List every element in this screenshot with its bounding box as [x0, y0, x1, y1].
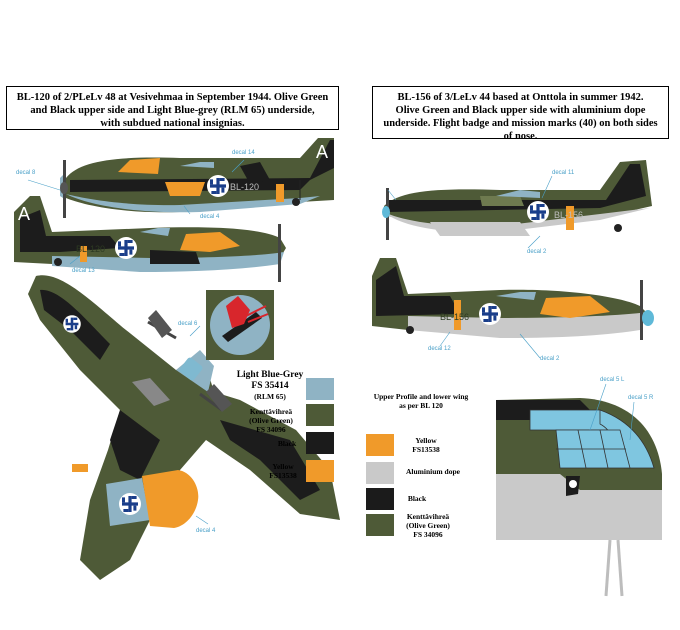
fin-letter-top: A [316, 142, 328, 162]
swatch-olive-green [306, 404, 334, 426]
legend-label-light-blue-grey: Light Blue-Grey FS 35414 (RLM 65) [236, 370, 304, 401]
legend-label-olive-green: Kenttävihreä (Olive Green) FS 34096 [249, 407, 293, 434]
serial-bl156-top: BL-156 [554, 210, 583, 220]
decal-4-label-bottom: decal 4 [196, 528, 216, 534]
swatch-yellow [306, 460, 334, 482]
legend-label-yellow-right: Yellow FS13538 [412, 436, 440, 454]
decal-5r-label: decal 5 R [628, 395, 654, 401]
legend-note: Upper Profile and lower wing as per BL 1… [373, 392, 469, 410]
caption-line: and Black upper side and Light Blue-grey… [30, 105, 315, 116]
decal-11-label: decal 11 [552, 170, 575, 176]
tail-detail-bl120 [106, 470, 199, 528]
decal-2-label-lower: decal 2 [540, 356, 560, 362]
caption-line: with subdued national insignias. [100, 118, 245, 129]
profile-bl156-lower: BL-156 [372, 258, 654, 340]
decal-13-label: decal 13 [72, 268, 95, 274]
caption-line: of nose. [503, 131, 538, 142]
serial-bl120-top: BL-120 [230, 182, 259, 192]
legend-label-black-right: Black [407, 494, 427, 503]
flight-badge-decal6 [206, 290, 274, 360]
legend-label-black: Black [277, 439, 297, 448]
decal-2-label-top: decal 2 [527, 249, 547, 255]
profile-bl120-top: BL-120 A [60, 138, 334, 218]
decal-14-label: decal 14 [232, 150, 255, 156]
serial-bl156-lower: BL-156 [440, 312, 469, 322]
profile-bl120-lower: BL-120 A [14, 196, 286, 282]
swatch-light-blue-grey [306, 378, 334, 400]
decal-5l-label: decal 5 L [600, 377, 625, 383]
swatch-black [306, 432, 334, 454]
caption-bl120: BL-120 of 2/PLeLv 48 at Vesivehmaa in Se… [6, 86, 339, 130]
nose-detail-bl156 [496, 398, 662, 597]
serial-bl120-lower: BL-120 [76, 244, 105, 254]
decal-leaders [27, 159, 635, 525]
fin-letter-lower: A [18, 204, 30, 224]
caption-bl156: BL-156 of 3/LeLv 44 based at Onttola in … [372, 86, 669, 142]
swatch-olive-green-right [366, 514, 394, 536]
swatch-black-right [366, 488, 394, 510]
decal-4-label-top: decal 4 [200, 214, 220, 220]
caption-line: underside. Flight badge and mission mark… [383, 118, 658, 129]
decal-8-label-top: decal 8 [16, 170, 36, 176]
legend-label-aluminium: Aluminium dope [406, 467, 460, 476]
decal-6-label: decal 6 [178, 321, 198, 327]
profile-bl156-top: BL-156 [382, 160, 652, 240]
swatch-aluminium [366, 462, 394, 484]
swatch-yellow-right [366, 434, 394, 456]
caption-line: BL-156 of 3/LeLv 44 based at Onttola in … [397, 92, 644, 103]
decal-12-label: decal 12 [428, 346, 451, 352]
legend-label-yellow: Yellow FS13538 [269, 462, 297, 480]
legend-label-olive-green-right: Kenttävihreä (Olive Green) FS 34096 [406, 512, 450, 539]
caption-line: Olive Green and Black upper side with al… [395, 105, 646, 116]
planview-bl120 [28, 275, 340, 580]
caption-line: BL-120 of 2/PLeLv 48 at Vesivehmaa in Se… [16, 92, 329, 103]
